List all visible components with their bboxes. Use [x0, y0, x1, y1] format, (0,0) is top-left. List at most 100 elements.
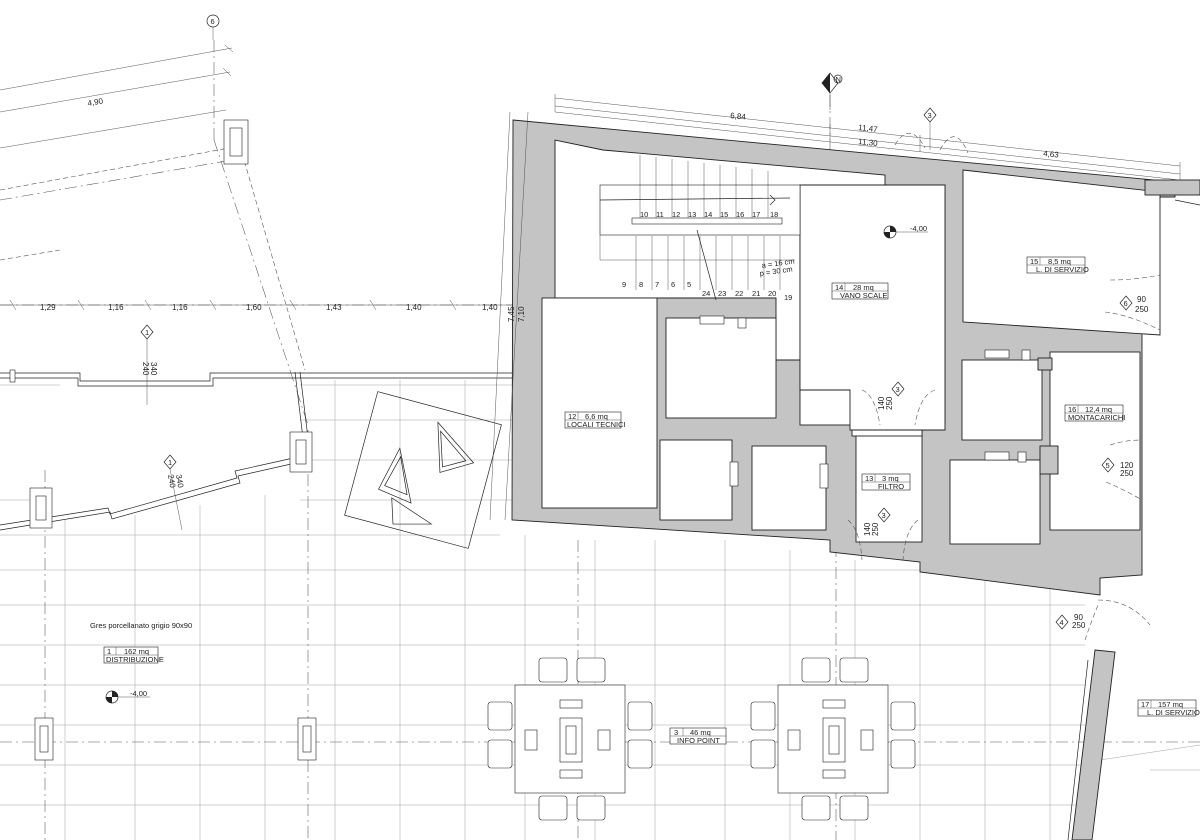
room-label-vano-scale: 14 28 mq VANO SCALE — [831, 282, 889, 300]
axis-marker-1-lower: 1 240 340 — [163, 454, 185, 531]
dim-row-2: 1,16 — [108, 303, 124, 312]
grid-axis-label-6: 6 — [211, 17, 215, 26]
step-24: 24 — [702, 289, 710, 298]
step-20: 20 — [768, 289, 776, 298]
door-3-middle: 3 140 250 — [861, 381, 936, 426]
north-arrow-icon: N — [821, 72, 843, 110]
dim-wall-b: 340 — [149, 362, 158, 376]
svg-text:VANO SCALE: VANO SCALE — [840, 291, 887, 300]
svg-text:1: 1 — [145, 328, 149, 337]
step-18: 18 — [770, 210, 778, 219]
main-block — [511, 119, 1200, 596]
svg-text:L. DI SERVIZIO: L. DI SERVIZIO — [1036, 265, 1089, 274]
svg-text:28 mq: 28 mq — [853, 283, 874, 292]
dim-block-side-a: 7,45 — [507, 306, 516, 322]
svg-text:3: 3 — [882, 511, 886, 520]
step-5: 5 — [687, 280, 691, 289]
step-6: 6 — [671, 280, 675, 289]
svg-text:MONTACARICHI: MONTACARICHI — [1068, 413, 1125, 422]
svg-text:12,4 mq: 12,4 mq — [1085, 405, 1112, 414]
room-label-l-servizio-17: 17 157 mq L. DI SERVIZIO — [1137, 699, 1200, 717]
svg-text:162 mq: 162 mq — [124, 647, 149, 656]
room-label-info-point: 3 46 mq INFO POINT — [669, 727, 727, 745]
svg-text:1: 1 — [168, 458, 172, 467]
svg-text:4: 4 — [1060, 618, 1064, 627]
axis-marker-1-upper: 1 240 340 — [140, 324, 158, 405]
dim-row-4: 1,60 — [246, 303, 262, 312]
svg-text:13: 13 — [865, 474, 873, 483]
dim-block-top-d: 4,63 — [1043, 149, 1060, 160]
svg-text:12: 12 — [568, 412, 576, 421]
svg-text:46 mq: 46 mq — [690, 728, 711, 737]
stair: 10 11 12 13 14 15 16 17 18 9 8 7 6 5 24 … — [599, 155, 801, 302]
room-label-montacarichi: 16 12,4 mq MONTACARICHI — [1064, 404, 1125, 422]
door-4: 4 90 250 — [1055, 599, 1151, 641]
svg-text:6,6 mq: 6,6 mq — [585, 412, 608, 421]
svg-text:17: 17 — [1141, 700, 1149, 709]
level-distribuzione: -4,00 — [130, 689, 147, 698]
room-label-l-servizio: 15 8,5 mq L. DI SERVIZIO — [1026, 256, 1089, 274]
step-17: 17 — [752, 210, 760, 219]
dim-block-side-b: 7,10 — [517, 306, 526, 322]
dim-wall-2b: 340 — [174, 474, 185, 489]
level-marker-vano: -4,00 — [883, 224, 928, 239]
dim-top-left: 4,90 — [87, 96, 104, 108]
triangle-logo-square — [344, 391, 502, 549]
left-walls — [0, 119, 530, 761]
svg-text:3: 3 — [896, 385, 900, 394]
svg-text:LOCALI TECNICI: LOCALI TECNICI — [567, 420, 626, 429]
svg-text:157 mq: 157 mq — [1158, 700, 1183, 709]
dim-block-top-b: 11,47 — [858, 123, 879, 134]
dim-row-5: 1,43 — [326, 303, 342, 312]
meeting-table-left — [487, 657, 653, 821]
dim-block-top-a: 6,84 — [730, 111, 747, 122]
dim-block-top-c: 11,30 — [858, 137, 879, 148]
svg-text:3 mq: 3 mq — [882, 474, 899, 483]
svg-text:1: 1 — [107, 647, 111, 656]
svg-text:120: 120 — [1120, 461, 1134, 470]
step-15: 15 — [720, 210, 728, 219]
step-7: 7 — [655, 280, 659, 289]
shaft-equipment — [699, 315, 1031, 489]
step-8: 8 — [639, 280, 643, 289]
dim-wall-a: 240 — [141, 362, 150, 376]
dim-row-1: 1,29 — [40, 303, 56, 312]
svg-text:3: 3 — [928, 111, 932, 120]
level-marker-distribuzione: -4,00 — [105, 689, 150, 704]
svg-text:5: 5 — [1106, 461, 1110, 470]
room-label-locali-tecnici: 12 6,6 mq LOCALI TECNICI — [564, 411, 626, 429]
step-19: 19 — [784, 293, 792, 302]
svg-text:140: 140 — [863, 522, 872, 536]
material-note: Gres porcellanato grigio 90x90 — [90, 621, 192, 630]
dim-row-7: 1,40 — [482, 303, 498, 312]
meeting-table-right — [750, 657, 916, 821]
svg-text:INFO POINT: INFO POINT — [677, 736, 720, 745]
door-3-top: 3 — [894, 107, 969, 154]
block-top-dimensions: 6,84 11,47 11,30 4,63 7,45 7,10 — [489, 94, 1181, 521]
svg-text:6: 6 — [1124, 299, 1128, 308]
svg-text:16: 16 — [1068, 405, 1076, 414]
svg-text:90: 90 — [1074, 613, 1083, 622]
step-21: 21 — [752, 289, 760, 298]
lower-right-wall — [1067, 649, 1116, 840]
room-label-filtro: 13 3 mq FILTRO — [861, 473, 911, 491]
svg-text:250: 250 — [1120, 469, 1134, 478]
svg-text:15: 15 — [1030, 257, 1038, 266]
dim-wall-2a: 240 — [166, 474, 177, 489]
svg-text:3: 3 — [674, 728, 678, 737]
horizontal-dimension-row: 1,29 1,16 1,16 1,60 1,43 1,40 1,40 — [0, 299, 530, 312]
step-23: 23 — [718, 289, 726, 298]
svg-text:250: 250 — [871, 522, 880, 536]
svg-text:L. DI SERVIZIO: L. DI SERVIZIO — [1147, 708, 1200, 717]
svg-text:14: 14 — [835, 283, 843, 292]
svg-text:FILTRO: FILTRO — [878, 482, 904, 491]
step-12: 12 — [672, 210, 680, 219]
step-14: 14 — [704, 210, 712, 219]
svg-text:DISTRIBUZIONE: DISTRIBUZIONE — [106, 655, 164, 664]
svg-text:250: 250 — [1135, 305, 1149, 314]
upper-left-dimensions: 4,90 6 — [0, 14, 306, 371]
door-3-lower: 3 140 250 — [847, 507, 919, 561]
north-label: N — [836, 75, 841, 84]
step-22: 22 — [735, 289, 743, 298]
